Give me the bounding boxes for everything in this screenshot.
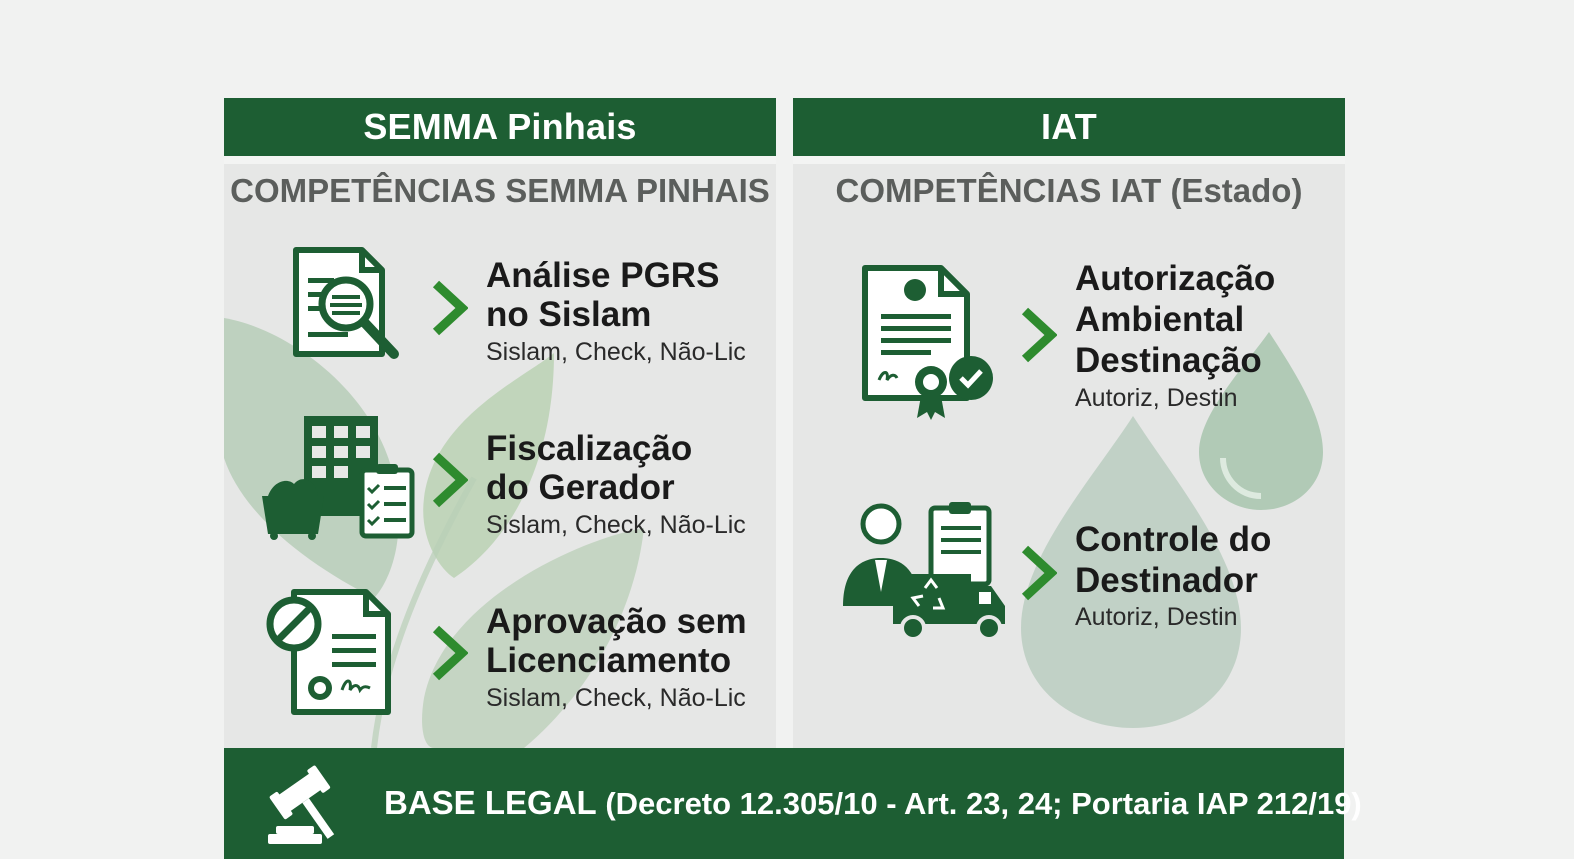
- document-prohibited-icon: [266, 589, 391, 715]
- semma-subtitle: COMPETÊNCIAS SEMMA PINHAIS: [230, 172, 770, 209]
- item-subtitle-controle: Autoriz, Destin: [1075, 603, 1238, 631]
- iat-header: IAT: [793, 98, 1345, 156]
- gavel-icon: [268, 765, 335, 844]
- water-drop-decoration: [1021, 332, 1323, 728]
- person-recycling-truck-icon: [843, 502, 1005, 641]
- chevron-right-icon: [1021, 545, 1057, 601]
- item-title-autorizacao: Autorização Ambiental Destinação: [1075, 259, 1276, 380]
- iat-subtitle: COMPETÊNCIAS IAT (Estado): [835, 172, 1303, 209]
- chevron-right-icon: [1021, 307, 1057, 363]
- header-divider: [224, 156, 776, 164]
- header-divider: [793, 156, 1345, 164]
- legal-basis-detail: (Decreto 12.305/10 - Art. 23, 24; Portar…: [605, 786, 1362, 821]
- item-title-fiscalizacao: Fiscalização do Gerador: [486, 429, 693, 507]
- item-subtitle-analise: Sislam, Check, Não-Lic: [486, 338, 746, 366]
- item-title-controle: Controle do Destinador: [1075, 520, 1272, 600]
- legal-basis-label: BASE LEGAL: [384, 784, 597, 821]
- building-waste-checklist-icon: [262, 416, 415, 540]
- item-subtitle-fiscalizacao: Sislam, Check, Não-Lic: [486, 511, 746, 539]
- semma-header: SEMMA Pinhais: [224, 98, 776, 156]
- chevron-right-icon: [432, 452, 468, 508]
- certificate-approved-icon: [862, 265, 993, 420]
- item-subtitle-aprovacao: Sislam, Check, Não-Lic: [486, 684, 746, 712]
- item-subtitle-autorizacao: Autoriz, Destin: [1075, 384, 1238, 412]
- document-search-icon: [293, 247, 399, 359]
- item-title-aprovacao: Aprovação sem Licenciamento: [486, 602, 747, 680]
- item-title-analise: Análise PGRS no Sislam: [486, 256, 720, 334]
- chevron-right-icon: [432, 280, 468, 336]
- chevron-right-icon: [432, 625, 468, 681]
- iat-column: IAT COMPETÊNCIAS IAT (Estado) Autorizaçã…: [793, 98, 1345, 748]
- legal-basis-text: BASE LEGAL (Decreto 12.305/10 - Art. 23,…: [384, 784, 1362, 822]
- semma-column: SEMMA Pinhais COMPETÊNCIAS SEMMA PINHAIS…: [224, 98, 776, 748]
- legal-basis-footer: BASE LEGAL (Decreto 12.305/10 - Art. 23,…: [224, 748, 1362, 859]
